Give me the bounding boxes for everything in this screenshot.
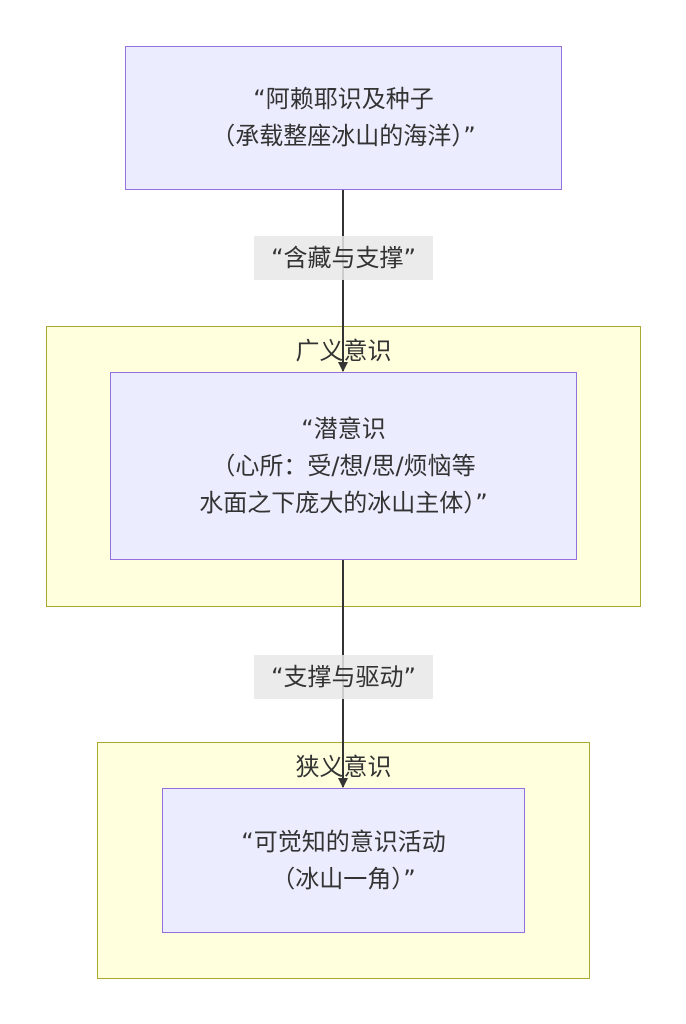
node-line: （冰山一角）” xyxy=(271,864,416,893)
node-alaya[interactable]: “阿赖耶识及种子 （承载整座冰山的海洋）” xyxy=(125,46,562,190)
node-line: 水面之下庞大的冰山主体）” xyxy=(199,488,488,517)
node-line: （心所：受/想/思/烦恼等 xyxy=(211,451,476,480)
node-line: （承载整座冰山的海洋）” xyxy=(211,122,476,150)
node-line: “潜意识 xyxy=(301,414,386,443)
edge-label-contain-support: “含藏与支撑” xyxy=(254,236,433,280)
node-conscious[interactable]: “可觉知的意识活动 （冰山一角）” xyxy=(162,788,525,933)
node-subconscious[interactable]: “潜意识 （心所：受/想/思/烦恼等 水面之下庞大的冰山主体）” xyxy=(110,372,577,560)
edge-label-support-drive: “支撑与驱动” xyxy=(254,655,433,699)
node-line: “阿赖耶识及种子 xyxy=(253,85,434,113)
node-line: “可觉知的意识活动 xyxy=(241,827,446,856)
